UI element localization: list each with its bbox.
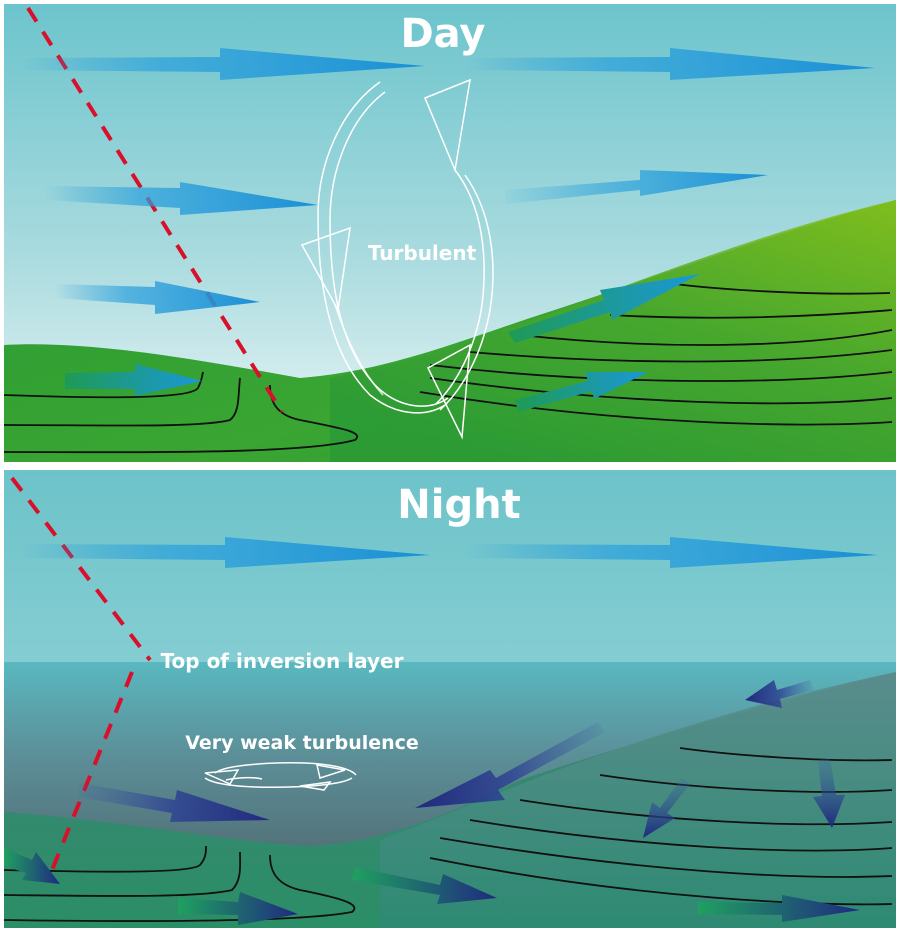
wind-arrow-icon [20, 537, 878, 568]
cold-drainage-arrow-icon [4, 680, 860, 925]
day-contours-right [419, 281, 893, 426]
night-contours-left [3, 845, 356, 922]
day-guide-line [26, 6, 284, 414]
day-contours-left [3, 371, 358, 454]
weak-turbulence-label: Very weak turbulence [185, 732, 419, 754]
night-panel: Night Top of inversion layer Very weak t… [3, 470, 896, 928]
wind-arrow-icon [20, 48, 875, 412]
night-title: Night [397, 482, 520, 528]
inversion-label: Top of inversion layer [161, 649, 404, 673]
turbulence-loop-icon [300, 78, 494, 440]
weak-turbulence-icon [204, 762, 357, 791]
day-panel: Day Turbulent [3, 4, 896, 462]
day-title: Day [400, 11, 485, 57]
day-hillside [330, 200, 896, 462]
night-contours-right [429, 747, 893, 906]
turbulent-label: Turbulent [368, 241, 477, 265]
night-guide-line [10, 476, 152, 881]
night-hillside [380, 672, 896, 928]
